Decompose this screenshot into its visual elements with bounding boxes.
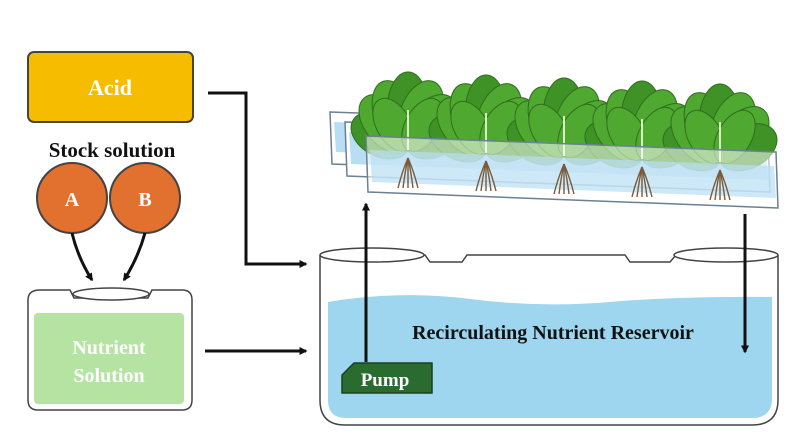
plant-root xyxy=(709,169,731,201)
plant-root xyxy=(553,163,575,195)
recirculating-reservoir: Recirculating Nutrient Reservoir xyxy=(319,247,779,426)
reservoir-label: Recirculating Nutrient Reservoir xyxy=(412,322,694,344)
tray-front-water xyxy=(370,150,776,198)
acid-label: Acid xyxy=(88,75,132,100)
plant-roots xyxy=(397,157,731,201)
plant-root xyxy=(631,166,653,198)
root-strand xyxy=(407,157,419,189)
arrow-stock-b-to-nutrient xyxy=(122,232,147,282)
stock-a-tank: A xyxy=(36,162,108,234)
plant-root xyxy=(475,160,497,192)
stock-b-label: B xyxy=(138,189,151,211)
nutrient-label-line1: Nutrient xyxy=(72,337,146,359)
pump: Pump xyxy=(341,362,433,394)
nutrient-label-line2: Solution xyxy=(73,365,144,387)
nutrient-solution-tank: Nutrient Solution xyxy=(27,287,193,411)
root-strand xyxy=(719,169,731,201)
arrow-acid-to-reservoir xyxy=(208,91,308,268)
root-strand xyxy=(641,166,653,198)
root-strand xyxy=(563,163,575,195)
stock-a-label: A xyxy=(65,189,80,211)
root-strand xyxy=(485,160,497,192)
plant-root xyxy=(397,157,419,189)
arrow-stock-a-to-nutrient xyxy=(70,232,94,282)
hydroponic-trays xyxy=(329,71,779,209)
stock-b-tank: B xyxy=(109,162,181,234)
stock-solution-title: Stock solution xyxy=(49,138,176,162)
pump-label: Pump xyxy=(361,370,410,391)
acid-box: Acid xyxy=(27,51,194,123)
